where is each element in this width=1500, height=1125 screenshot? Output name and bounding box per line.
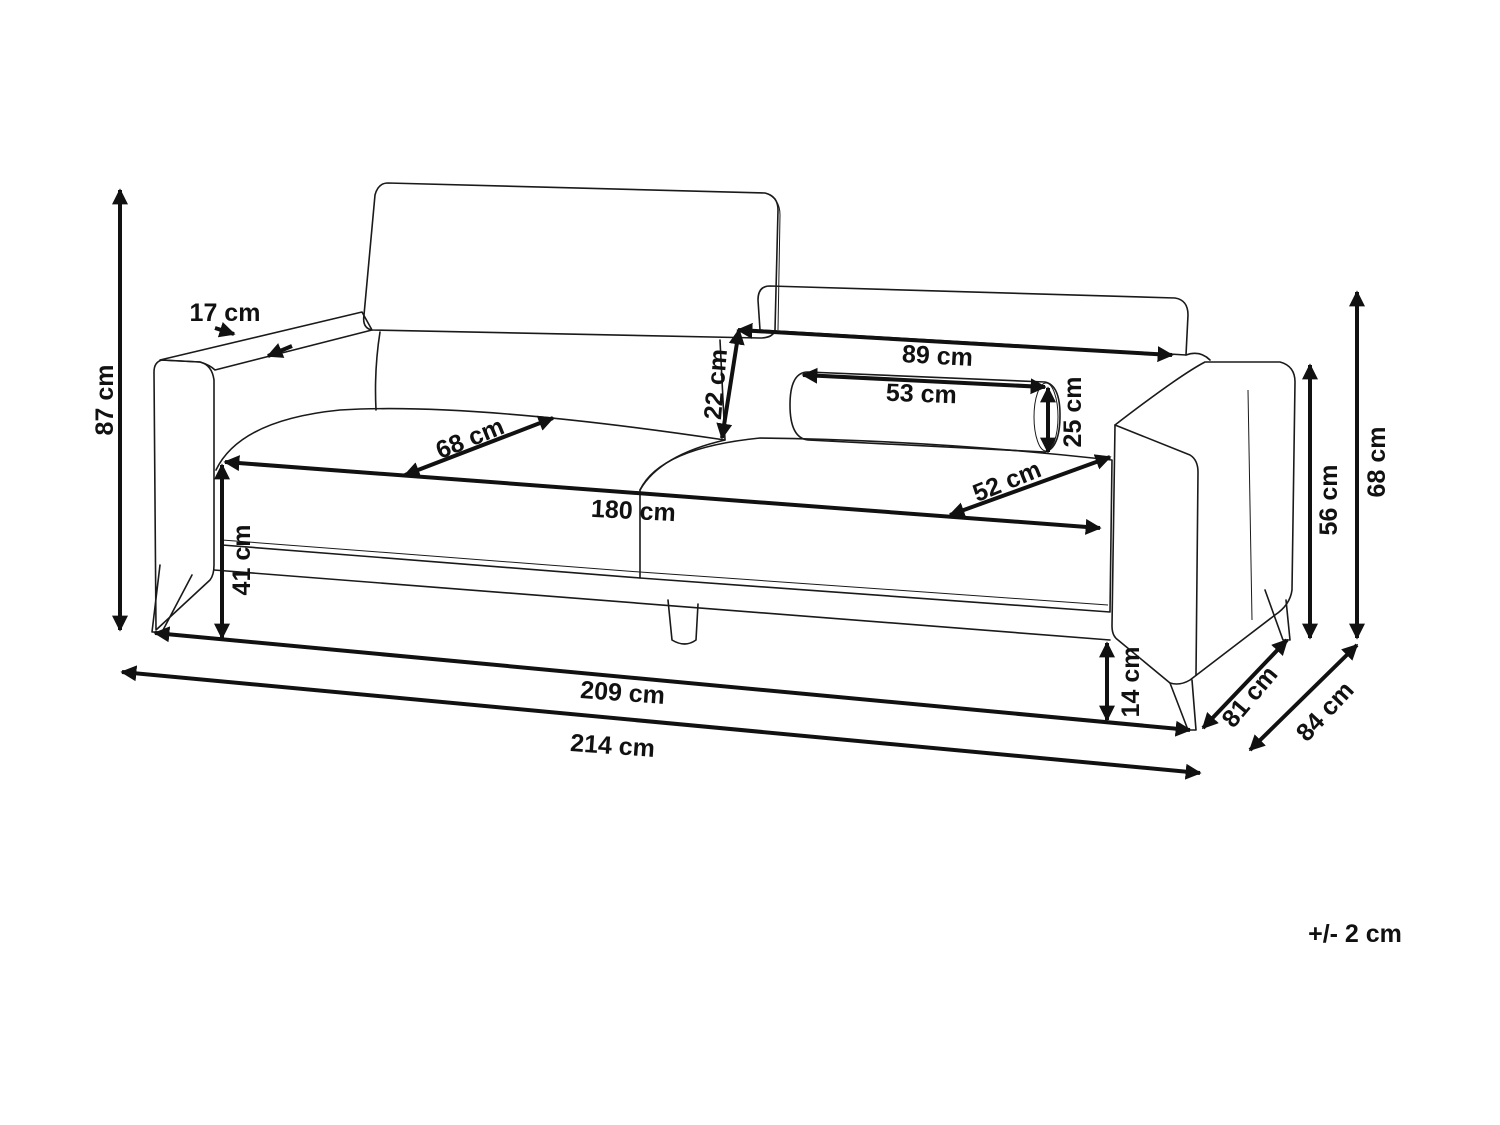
tolerance-note: +/- 2 cm <box>1308 920 1402 948</box>
label-bolster-length: 53 cm <box>885 379 957 409</box>
arrow-overall-width <box>120 665 1202 780</box>
label-headrest-width: 89 cm <box>901 340 973 372</box>
right-front-leg <box>1169 679 1197 731</box>
label-bolster-diameter: 25 cm <box>1059 377 1087 448</box>
arrow-bolster-length <box>801 367 1047 395</box>
label-armrest-width: 17 cm <box>190 299 261 327</box>
right-back-leg <box>1264 589 1291 641</box>
right-armrest <box>1111 361 1296 685</box>
label-backrest-height: 68 cm <box>1363 427 1391 498</box>
arrow-headrest-height <box>716 328 745 440</box>
dimension-arrows <box>112 188 1365 780</box>
label-overall-depth: 84 cm <box>1291 676 1360 747</box>
label-armrest-height: 56 cm <box>1315 465 1343 536</box>
arrow-overall-depth <box>1248 643 1359 752</box>
left-leg <box>151 564 193 633</box>
arrow-armrest-width-a <box>214 322 236 338</box>
label-seat-width: 180 cm <box>590 495 676 527</box>
arrow-headrest-width <box>736 322 1174 363</box>
label-seat-depth: 68 cm <box>432 412 508 465</box>
label-depth: 81 cm <box>1216 661 1283 733</box>
label-seat-cushion-depth: 52 cm <box>969 455 1045 508</box>
label-overall-width: 214 cm <box>569 729 656 763</box>
label-seat-height: 41 cm <box>228 525 256 596</box>
label-total-height: 87 cm <box>91 365 119 436</box>
dimension-labels: 87 cm 17 cm 68 cm 180 cm 41 cm 209 cm 21… <box>91 299 1402 948</box>
label-headrest-height: 22 cm <box>699 348 733 421</box>
arrow-armrest-width-b <box>266 343 293 358</box>
left-headrest <box>362 182 779 339</box>
arrow-seat-cushion-depth <box>948 454 1112 518</box>
label-inner-width: 209 cm <box>579 676 666 710</box>
label-leg-height: 14 cm <box>1117 647 1145 718</box>
arrow-inner-width <box>153 626 1192 737</box>
